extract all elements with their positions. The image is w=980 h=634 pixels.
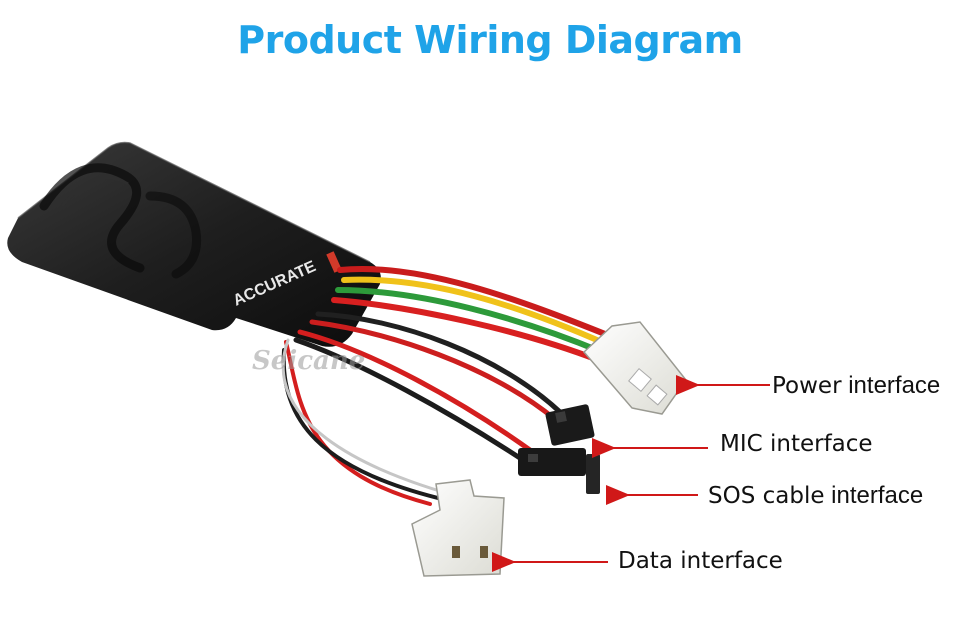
- mic-label-main: MIC interface: [720, 431, 873, 457]
- power-connector: [582, 321, 687, 415]
- sos-label-main: SOS cable: [708, 483, 825, 509]
- sos-interface-label: SOS cable interface: [708, 482, 923, 510]
- wire-bundle: [281, 266, 613, 506]
- gps-tracker-device: ACCURATE: [7, 141, 381, 347]
- power-label-suffix: interface: [841, 372, 941, 399]
- data-label-main: Data interface: [618, 548, 783, 574]
- callout-arrows: [492, 375, 770, 572]
- power-interface-label: Power interface: [772, 372, 940, 400]
- mic-connector: [545, 404, 595, 446]
- sos-connector: [518, 448, 600, 494]
- data-connector: [411, 479, 505, 577]
- watermark: Seicane: [252, 346, 365, 376]
- page-title: Product Wiring Diagram: [237, 18, 743, 62]
- power-label-main: Power: [772, 373, 842, 399]
- mic-interface-label: MIC interface: [720, 431, 873, 457]
- sos-label-suffix: interface: [824, 482, 924, 509]
- data-interface-label: Data interface: [618, 548, 783, 574]
